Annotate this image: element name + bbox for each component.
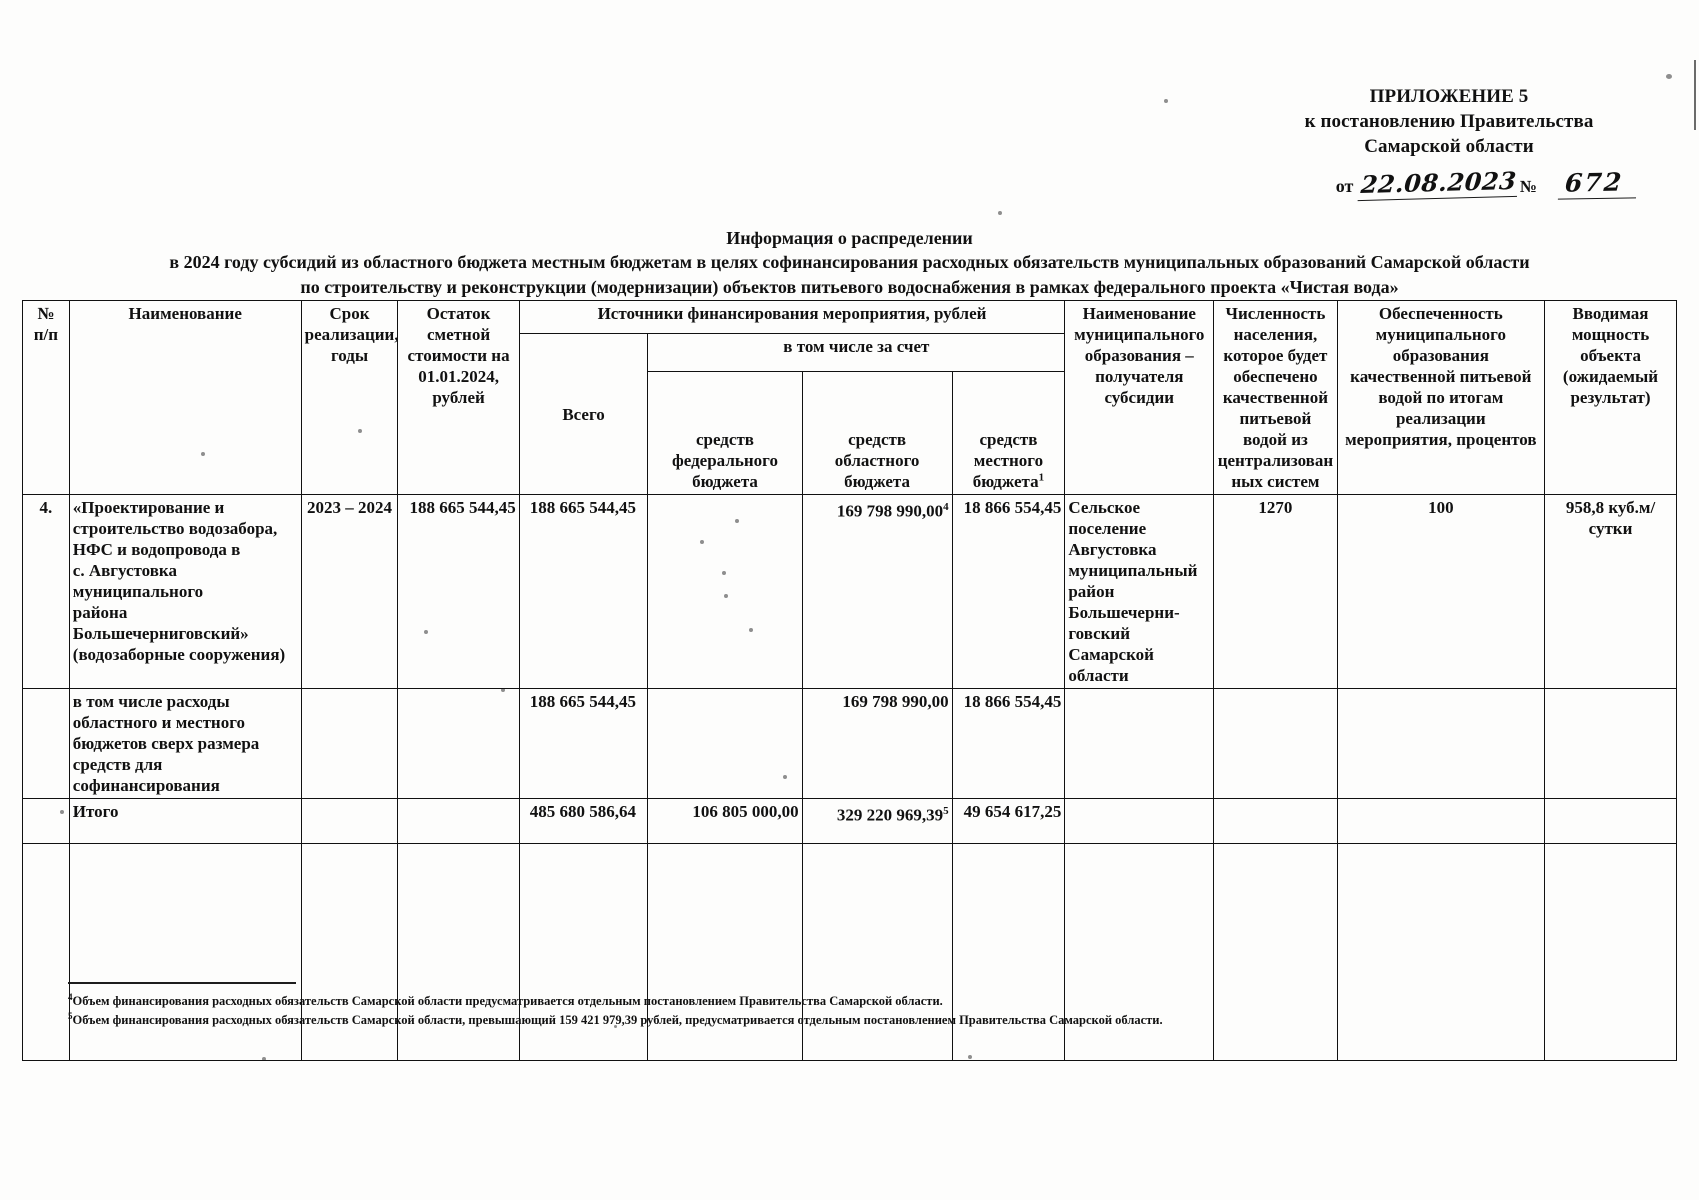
cell-estimate-balance [397,688,520,799]
cell-federal-funds: 106 805 000,00 [647,798,803,844]
cell-row-number [22,688,70,799]
cell-empty [951,843,1066,1061]
document-title: Информация о распределении в 2024 году с… [0,226,1699,300]
region-line: Самарской области [1364,136,1534,157]
cell-municipality [1064,688,1215,799]
cell-empty [397,843,520,1061]
cell-empty [647,843,803,1061]
cell-empty [22,843,70,1061]
cell-estimate-balance [397,798,520,844]
table-row: в том числе расходы областного и местног… [22,688,1677,799]
col-header-capacity: Вводимая мощность объекта (ожидаемый рез… [1544,300,1677,495]
footnote-marker-4: 4 [943,501,949,513]
cell-empty [801,843,953,1061]
cell-empty [518,843,649,1061]
scan-speck [1164,99,1168,103]
cell-population: 1270 [1213,494,1338,689]
date-prefix: от [1335,176,1354,196]
cell-total: 188 665 544,45 [518,494,649,689]
table-row-empty [22,843,1677,1061]
cell-empty [1544,843,1677,1061]
cell-provision [1336,688,1546,799]
handwritten-number: 672 [1557,167,1639,200]
col-header-regional-funds: средств областного бюджета [801,371,953,495]
cell-provision [1336,798,1546,844]
cell-term [300,688,399,799]
cell-capacity [1544,798,1677,844]
footnote-item: 4Объем финансирования расходных обязател… [68,992,1168,1011]
footnote-separator [68,982,296,984]
col-header-population: Численность населения, которое будет обе… [1213,300,1338,495]
footnote-marker: 4 [68,991,73,1002]
handwritten-date: 22.08.2023 [1357,165,1521,202]
col-header-name: Наименование [68,300,302,495]
cell-row-number [22,798,70,844]
cell-empty [300,843,399,1061]
cell-empty [1213,843,1338,1061]
document-header: ПРИЛОЖЕНИЕ 5 к постановлению Правительст… [1239,84,1659,159]
col-header-estimate-balance: Остаток сметной стоимости на 01.01.2024,… [397,300,520,495]
cell-row-number: 4. [22,494,70,689]
cell-empty [68,843,302,1061]
col-header-local-funds: средств местного бюджета1 [951,371,1066,495]
col-header-provision: Обеспеченность муниципального образовани… [1336,300,1546,495]
distribution-table: № п/п Наименование Срок реализации, годы… [22,300,1677,1061]
scan-speck [1666,74,1672,79]
cell-provision: 100 [1336,494,1546,689]
cell-federal-funds [647,688,803,799]
title-line-3: по строительству и реконструкции (модерн… [300,277,1399,297]
col-header-municipality: Наименование муниципального образования … [1064,300,1215,495]
decree-line: к постановлению Правительства [1304,111,1594,132]
cell-object-name: «Проектирование и строительство водозабо… [68,494,302,689]
table-row: 4. «Проектирование и строительство водоз… [22,494,1677,689]
cell-local-funds: 49 654 617,25 [951,798,1066,844]
cell-federal-funds [647,494,803,689]
cell-municipality [1064,798,1215,844]
col-header-number: № п/п [22,300,70,495]
cell-capacity [1544,688,1677,799]
cell-term: 2023 – 2024 [300,494,399,689]
cell-regional-funds: 169 798 990,00 [801,688,953,799]
footnote-list: 4Объем финансирования расходных обязател… [68,992,1168,1030]
cell-total: 485 680 586,64 [518,798,649,844]
col-header-funding-sources: Источники финансирования мероприятия, ру… [518,300,1066,334]
cell-estimate-balance: 188 665 544,45 [397,494,520,689]
cell-total: 188 665 544,45 [518,688,649,799]
footnote-marker-5: 5 [943,805,949,817]
footnote-text: Объем финансирования расходных обязатель… [72,994,943,1008]
cell-local-funds: 18 866 554,45 [951,688,1066,799]
appendix-label: ПРИЛОЖЕНИЕ 5 [1369,86,1529,107]
footnote-marker-1: 1 [1038,471,1045,484]
cell-term [300,798,399,844]
cell-total-label: Итого [68,798,302,844]
cell-population [1213,798,1338,844]
cell-local-funds: 18 866 554,45 [951,494,1066,689]
cell-population [1213,688,1338,799]
table-row-total: Итого 485 680 586,64 106 805 000,00 329 … [22,798,1677,844]
title-line-2: в 2024 году субсидий из областного бюдже… [169,252,1530,272]
footnote-marker: 5 [68,1010,73,1021]
cell-municipality: Сельское поселение Августовка муниципаль… [1064,494,1215,689]
cell-object-name: в том числе расходы областного и местног… [68,688,302,799]
cell-regional-funds: 169 798 990,004 [801,494,953,689]
col-header-total: Всего [518,333,649,495]
cell-regional-funds: 329 220 969,395 [801,798,953,844]
cell-empty [1336,843,1546,1061]
cell-capacity: 958,8 куб.м/ сутки [1544,494,1677,689]
col-header-federal-funds: средств федерального бюджета [647,371,803,495]
col-header-term: Срок реализации, годы [300,300,399,495]
footnote-text: Объем финансирования расходных обязатель… [72,1013,1163,1027]
decree-date-number: от 22.08.2023 № 672 [1335,165,1639,202]
col-header-including: в том числе за счет [647,333,1066,372]
scan-speck [998,211,1002,215]
cell-empty [1064,843,1215,1061]
title-line-1: Информация о распределении [726,228,973,248]
table-header-row-3: средств федерального бюджета средств обл… [23,371,1677,495]
number-symbol: № [1519,177,1537,196]
table-header-row-1: № п/п Наименование Срок реализации, годы… [22,300,1677,495]
scan-edge-mark [1694,60,1696,130]
footnote-item: 5Объем финансирования расходных обязател… [68,1011,1168,1030]
